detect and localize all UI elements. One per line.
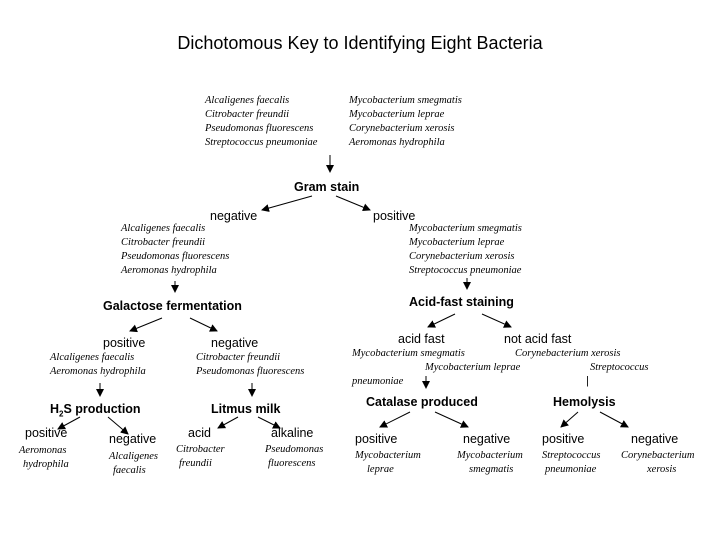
- h2s-negative-label: negative: [109, 432, 157, 446]
- catalase-positive-species: Mycobacterium leprae: [355, 449, 421, 477]
- galactose-negative-label: negative: [211, 336, 259, 350]
- species-name: Pseudomonas fluorescens: [196, 366, 305, 377]
- gram-positive-label: positive: [373, 209, 416, 223]
- species-name: faecalis: [113, 465, 146, 476]
- species-name: Mycobacterium: [355, 450, 421, 461]
- gram-stain-node: Gram stain: [294, 180, 360, 194]
- species-name: smegmatis: [469, 464, 514, 475]
- arrow-galactose-negative: [189, 317, 218, 332]
- arrow-gram-positive: [335, 195, 371, 212]
- species-name: Alcaligenes: [109, 451, 158, 462]
- root-species-left: Alcaligenes faecalis Citrobacter freundi…: [205, 94, 317, 150]
- species-name: hydrophila: [23, 459, 69, 470]
- h2s-positive-species: Aeromonas hydrophila: [19, 444, 69, 472]
- catalase-node: Catalase produced: [366, 395, 478, 409]
- hemolysis-negative-label: negative: [631, 432, 679, 446]
- arrow-hemolysis-positive: [560, 411, 579, 428]
- galactose-negative-species: Citrobacter freundii Pseudomonas fluores…: [196, 351, 304, 379]
- arrow-h2s-positive: [57, 416, 81, 430]
- arrow-catalase-positive: [379, 411, 411, 428]
- catalase-negative-species: Mycobacterium smegmatis: [457, 449, 523, 477]
- species-name: Alcaligenes faecalis: [121, 223, 206, 234]
- species-name: Aeromonas hydrophila: [349, 137, 445, 148]
- species-name: Mycobacterium leprae: [409, 237, 505, 248]
- species-name: pneumoniae: [545, 464, 597, 475]
- species-name: Corynebacterium xerosis: [409, 251, 515, 262]
- gram-negative-species: Alcaligenes faecalis Citrobacter freundi…: [121, 222, 229, 278]
- h2s-label-prefix: H: [50, 402, 60, 416]
- species-name: Alcaligenes faecalis: [205, 95, 290, 106]
- not-acid-fast-species-3: pneumoniae: [352, 376, 404, 387]
- species-name: Pseudomonas: [265, 444, 324, 455]
- species-name: freundii: [179, 458, 212, 469]
- acid-fast-label: acid fast: [398, 332, 445, 346]
- hemolysis-negative-species: Corynebacterium xerosis: [621, 449, 695, 477]
- h2s-label-sub: 2: [59, 409, 64, 419]
- arrow-h2s-negative: [107, 416, 129, 435]
- acid-fast-species-1: Mycobacterium smegmatis: [352, 348, 465, 359]
- species-name: Pseudomonas fluorescens: [121, 251, 230, 262]
- arrow-galactose-positive: [129, 317, 163, 333]
- hemolysis-positive-label: positive: [542, 432, 585, 446]
- not-acid-fast-species-2: Streptococcus: [590, 362, 649, 373]
- species-name: Mycobacterium smegmatis: [349, 95, 462, 106]
- hemolysis-positive-species: Streptococcus pneumoniae: [542, 449, 601, 477]
- litmus-acid-species: Citrobacter freundii: [176, 443, 225, 471]
- hemolysis-node: Hemolysis: [553, 395, 616, 409]
- not-acid-fast-label: not acid fast: [504, 332, 572, 346]
- species-name: Pseudomonas fluorescens: [205, 123, 314, 134]
- species-name: Streptococcus pneumoniae: [205, 137, 318, 148]
- arrow-gram-negative: [261, 195, 313, 212]
- litmus-milk-node: Litmus milk: [211, 402, 281, 416]
- species-name: Corynebacterium xerosis: [349, 123, 455, 134]
- acid-fast-node: Acid-fast staining: [409, 295, 514, 309]
- species-name: Citrobacter freundii: [121, 237, 206, 248]
- arrow-litmus-alkaline: [257, 416, 281, 429]
- acid-fast-species-2: Mycobacterium leprae: [425, 362, 521, 373]
- species-name: Mycobacterium: [457, 450, 523, 461]
- species-name: Streptococcus pneumoniae: [409, 265, 522, 276]
- pipe-mark: |: [586, 375, 589, 387]
- litmus-alkaline-species: Pseudomonas fluorescens: [265, 443, 323, 471]
- species-name: Corynebacterium: [621, 450, 695, 461]
- gram-negative-label: negative: [210, 209, 258, 223]
- arrow-litmus-acid: [217, 416, 239, 429]
- arrow-not-acid-fast: [481, 313, 512, 328]
- species-name: Aeromonas hydrophila: [121, 265, 217, 276]
- galactose-positive-label: positive: [103, 336, 146, 350]
- species-name: Mycobacterium leprae: [349, 109, 445, 120]
- catalase-positive-label: positive: [355, 432, 398, 446]
- litmus-acid-label: acid: [188, 426, 211, 440]
- h2s-negative-species: Alcaligenes faecalis: [109, 450, 158, 478]
- species-name: Streptococcus: [542, 450, 601, 461]
- root-species-right: Mycobacterium smegmatis Mycobacterium le…: [349, 94, 462, 150]
- page-title: Dichotomous Key to Identifying Eight Bac…: [177, 33, 543, 53]
- species-name: leprae: [367, 464, 394, 475]
- species-name: Mycobacterium smegmatis: [409, 223, 522, 234]
- species-name: Citrobacter: [176, 444, 225, 455]
- species-name: Aeromonas: [19, 445, 67, 456]
- h2s-label-suffix: S production: [63, 402, 141, 416]
- galactose-node: Galactose fermentation: [103, 299, 242, 313]
- arrow-catalase-negative: [434, 411, 469, 428]
- litmus-alkaline-label: alkaline: [271, 426, 314, 440]
- h2s-node: H2S production: [50, 403, 141, 419]
- species-name: Citrobacter freundii: [196, 352, 281, 363]
- catalase-negative-label: negative: [463, 432, 511, 446]
- galactose-positive-species: Alcaligenes faecalis Aeromonas hydrophil…: [50, 351, 146, 379]
- arrow-hemolysis-negative: [599, 411, 629, 428]
- h2s-positive-label: positive: [25, 426, 68, 440]
- arrow-acid-fast: [427, 313, 456, 328]
- not-acid-fast-species-1: Corynebacterium xerosis: [515, 348, 621, 359]
- gram-positive-species: Mycobacterium smegmatis Mycobacterium le…: [409, 222, 522, 278]
- species-name: fluorescens: [268, 458, 316, 469]
- species-name: Alcaligenes faecalis: [50, 352, 135, 363]
- species-name: Citrobacter freundii: [205, 109, 290, 120]
- species-name: xerosis: [647, 464, 677, 475]
- species-name: Aeromonas hydrophila: [50, 366, 146, 377]
